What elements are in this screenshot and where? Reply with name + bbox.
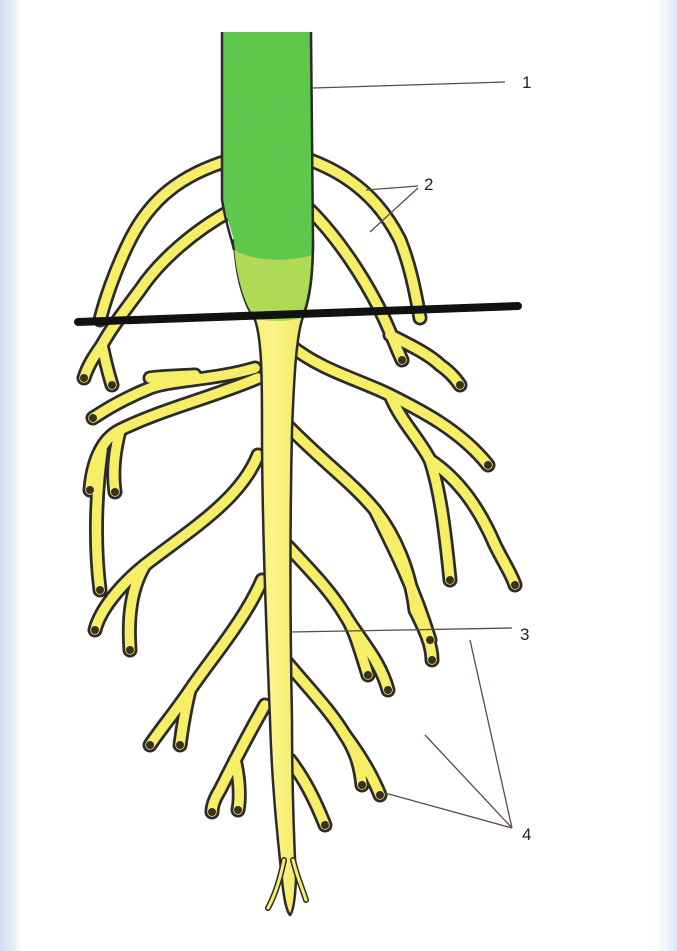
leader-line-4b bbox=[425, 735, 512, 828]
label-lateral-roots: 4 bbox=[522, 825, 531, 844]
leader-line-1 bbox=[313, 82, 505, 88]
label-adventitious-roots: 2 bbox=[424, 175, 433, 194]
stem bbox=[222, 32, 313, 321]
label-main-root: 3 bbox=[520, 625, 529, 644]
leader-line-3 bbox=[290, 628, 512, 632]
leader-line-2a bbox=[366, 186, 418, 190]
main-root bbox=[234, 240, 313, 915]
leader-line-4a bbox=[470, 640, 512, 828]
label-stem: 1 bbox=[522, 73, 531, 92]
leader-line-4c bbox=[385, 793, 512, 828]
